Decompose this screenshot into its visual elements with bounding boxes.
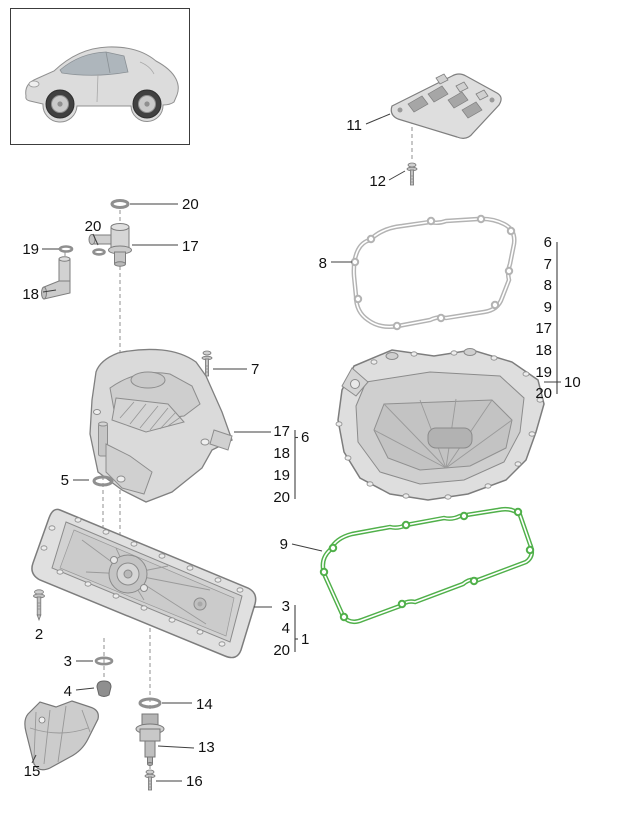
callout-17-b[interactable]: 17: [273, 423, 290, 440]
callout-9-col[interactable]: 9: [544, 299, 552, 316]
callout-19-a[interactable]: 19: [22, 241, 39, 258]
callout-20-a[interactable]: 20: [182, 196, 199, 213]
callout-14[interactable]: 14: [196, 696, 213, 713]
part-oring-3: [94, 656, 114, 666]
callout-11[interactable]: 11: [346, 117, 362, 134]
part-baffle-plate: [89, 348, 233, 503]
grouping-brackets: [294, 242, 561, 652]
callout-1[interactable]: 1: [301, 631, 309, 648]
sports-car-icon: [25, 46, 179, 123]
callout-18-b[interactable]: 18: [273, 445, 290, 462]
part-oring-14: [138, 697, 162, 709]
callout-4-a[interactable]: 4: [282, 620, 290, 637]
part-gasket-upper: [350, 214, 517, 331]
part-gasket-lower: [319, 506, 535, 625]
callout-19-b[interactable]: 19: [273, 467, 290, 484]
part-oil-valve: [88, 223, 132, 267]
vehicle-thumbnail: [10, 8, 190, 145]
callout-6[interactable]: 6: [301, 429, 309, 446]
callout-15[interactable]: 15: [24, 763, 41, 780]
callout-10[interactable]: 10: [564, 374, 581, 391]
part-oring-5: [92, 475, 114, 487]
part-oil-level-sensor: [135, 713, 165, 766]
part-guard-plate: [24, 700, 99, 771]
callout-7-col[interactable]: 7: [544, 256, 552, 273]
callout-3-b[interactable]: 3: [64, 653, 72, 670]
callout-17-col[interactable]: 17: [535, 320, 552, 337]
callout-7-a[interactable]: 7: [251, 361, 259, 378]
callout-8-col[interactable]: 8: [544, 277, 552, 294]
callout-6-col[interactable]: 6: [544, 234, 552, 251]
part-oring-20-top: [110, 199, 130, 209]
callout-18-col[interactable]: 18: [535, 342, 552, 359]
callout-8-a[interactable]: 8: [319, 255, 327, 272]
callout-20-c[interactable]: 20: [273, 489, 290, 506]
callout-16[interactable]: 16: [186, 773, 203, 790]
callout-19-col[interactable]: 19: [535, 364, 552, 381]
part-oil-pan-upper: [335, 348, 545, 501]
callout-9[interactable]: 9: [280, 536, 288, 553]
callout-20-col[interactable]: 20: [535, 385, 552, 402]
part-sealing-plug: [96, 680, 112, 697]
callout-20-b[interactable]: 20: [85, 218, 102, 235]
part-oring-19: [58, 245, 74, 253]
part-screw-7: [201, 350, 213, 377]
callout-20-d[interactable]: 20: [273, 642, 290, 659]
callout-12[interactable]: 12: [369, 173, 386, 190]
callout-4-b[interactable]: 4: [64, 683, 72, 700]
callout-17-a[interactable]: 17: [182, 238, 199, 255]
callout-18-a[interactable]: 18: [22, 286, 39, 303]
part-oring-20-port: [92, 248, 106, 256]
part-baffle-insert: [390, 73, 502, 139]
part-oil-pan-lower: [31, 508, 257, 659]
leader-lines: [31, 113, 406, 782]
part-screw-12: [406, 162, 418, 186]
part-screw-2: [33, 589, 45, 622]
part-elbow-fitting: [41, 256, 71, 300]
callout-2[interactable]: 2: [35, 626, 43, 643]
callout-3-a[interactable]: 3: [282, 598, 290, 615]
callout-5[interactable]: 5: [61, 472, 69, 489]
callout-13[interactable]: 13: [198, 739, 215, 756]
part-screw-16: [144, 769, 156, 791]
